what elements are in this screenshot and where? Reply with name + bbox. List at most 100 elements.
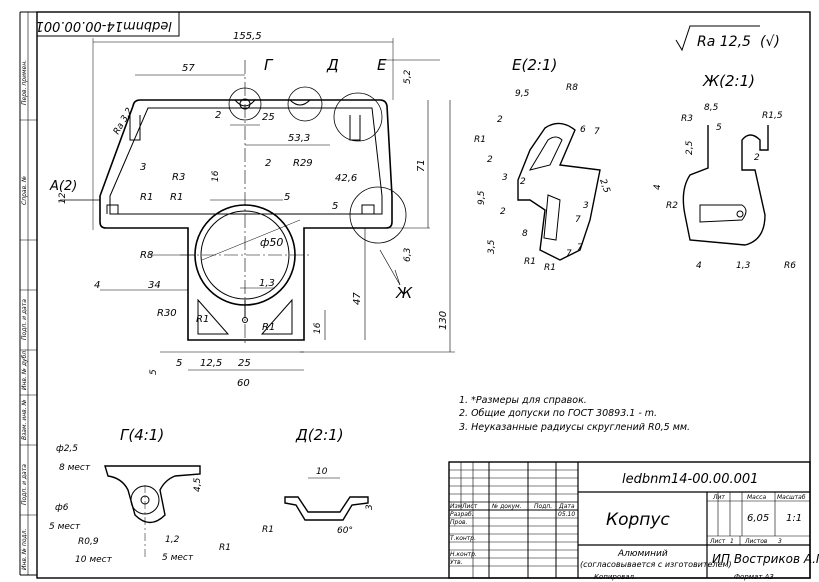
dim-r1b: R1 [170, 192, 183, 203]
tb-sheets-label: Листов [744, 538, 768, 545]
detail-zh-title: Ж(2:1) [702, 72, 755, 90]
main-profile-contour [99, 99, 393, 341]
detail-e-label-11: 2 [500, 207, 506, 217]
detail-e-label-12: 7 [575, 215, 581, 225]
tb-name: Корпус [606, 510, 670, 530]
dim-3: 3 [140, 162, 146, 173]
note-3: 3. Неуказанные радиусы скруглений R0,5 м… [459, 422, 690, 433]
detail-g-label-8: 4,5 [193, 477, 203, 492]
detail-zh-label-2: 5 [716, 123, 722, 133]
detail-e-label-4: 6 [580, 125, 586, 135]
detail-e-view: Е(2:1) 9,5 R8 2 R1 6 7 2 3 2,5 2 9,5 2 7… [474, 56, 612, 273]
dim-r3: R3 [172, 172, 185, 183]
tb-row-razrab: Разраб. [450, 511, 474, 518]
side-label-4: Инв. № дубл. [21, 349, 28, 390]
note-2: 2. Общие допуски по ГОСТ 30893.1 - m. [459, 408, 657, 419]
dim-16b: 16 [313, 322, 323, 334]
detail-g-label-6: 1,2 [165, 535, 180, 545]
detail-zh-label-7: R2 [666, 201, 678, 211]
side-strip: Перв. примен. Справ. № Подп. и дата Инв.… [19, 11, 37, 576]
detail-zh-label-6: 4 [653, 184, 663, 190]
detail-e-title: Е(2:1) [512, 56, 557, 74]
detail-g-title: Г(4:1) [120, 426, 164, 444]
tb-scale: 1:1 [786, 513, 802, 524]
dim-r8: R8 [140, 250, 153, 261]
detail-e-label-19: 7 [577, 243, 583, 253]
tb-row-utv: Утв. [450, 559, 463, 566]
section-mark-e: Е [377, 56, 387, 74]
dim-71: 71 [416, 159, 427, 172]
tb-lit-header: Лит [712, 494, 725, 501]
detail-zh-label-8: 4 [696, 261, 702, 271]
section-mark-zh: Ж [395, 284, 413, 302]
tb-designation: ledbnm14-00.00.001 [622, 472, 758, 487]
detail-e-label-13: 8 [522, 229, 528, 239]
detail-zh-label-10: R6 [784, 261, 796, 271]
tb-sheet-num: 1 [730, 538, 734, 545]
dim-5c: 5 [176, 358, 182, 369]
dim-60: 60 [237, 378, 250, 389]
side-label-2: Справ. № [21, 176, 28, 205]
tb-sheets-num: 3 [778, 538, 782, 545]
detail-d-label-3: 3 [365, 504, 375, 510]
technical-notes: 1. *Размеры для справок. 2. Общие допуск… [459, 395, 690, 433]
detail-e-label-18: 7 [566, 249, 572, 259]
note-1: 1. *Размеры для справок. [459, 395, 587, 406]
detail-g-label-3: 5 мест [49, 522, 81, 532]
tb-row-list: Лист [461, 503, 478, 510]
detail-zh-label-9: 1,3 [736, 261, 751, 271]
detail-e-label-10: 9,5 [477, 190, 487, 205]
detail-g-label-1: 8 мест [59, 463, 91, 473]
tb-company: ИП Востриков А.М. [712, 552, 819, 566]
detail-g-label-4: R0,9 [78, 537, 99, 547]
dim-25b: 25 [238, 358, 251, 369]
detail-d-label-0: 10 [316, 467, 328, 477]
dim-5b: 5 [332, 201, 338, 212]
detail-zh-view: Ж(2:1) 8,5 R3 5 R1,5 2,5 2 4 R2 4 1,3 R6 [653, 72, 796, 271]
tb-row-podp: Подп. [534, 503, 552, 510]
dim-57: 57 [182, 63, 195, 74]
detail-e-label-14: 3 [583, 201, 589, 211]
side-label-5: Взам. инв. № [21, 399, 28, 440]
section-mark-g: Г [264, 56, 274, 74]
detail-d-view: Д(2:1) 10 R1 60° 3 [262, 426, 375, 536]
dim-25: 25 [262, 112, 275, 123]
rotated-stamp: ledbnm14-00.00.001 [36, 11, 180, 37]
detail-e-label-5: 7 [594, 127, 600, 137]
tb-material-1: Алюминий [617, 549, 668, 559]
detail-d-contour [284, 496, 369, 521]
dim-47: 47 [352, 292, 363, 305]
detail-e-label-16: R1 [524, 257, 536, 267]
detail-e-label-15: 3,5 [487, 239, 497, 254]
roughness-value: Ra 12,5 [697, 34, 751, 50]
detail-e-label-1: R8 [566, 83, 578, 93]
dim-16: 16 [211, 170, 221, 182]
dim-34: 34 [148, 280, 161, 291]
roughness-extra: (√) [760, 34, 780, 50]
detail-e-label-3: R1 [474, 135, 486, 145]
drawing-frame [36, 11, 811, 579]
dim-12b: 12,5 [200, 358, 222, 369]
detail-d-title: Д(2:1) [295, 426, 344, 444]
main-profile-view: А(2) Г Д Е Ж 155,5 57 25 53,3 2 2 16 R29… [49, 31, 455, 389]
detail-d-label-1: R1 [262, 525, 274, 535]
detail-g-label-5: 10 мест [75, 555, 113, 565]
dim-63: 6,3 [403, 247, 413, 262]
dim-42: 42,6 [335, 173, 357, 184]
detail-e-label-2: 2 [497, 115, 503, 125]
detail-g-label-0: ф2,5 [56, 444, 78, 454]
tb-row-prov: Пров. [450, 519, 468, 526]
tb-scale-header: Масштаб [777, 494, 806, 501]
side-label-1: Перв. примен. [21, 60, 28, 105]
tb-row-docnum: № докум. [491, 503, 522, 510]
dim-5left: 5 [149, 369, 159, 375]
tb-material-2: (согласовывается с изготовителем) [580, 560, 732, 569]
detail-zh-label-5: 2 [754, 153, 760, 163]
dim-r1a: R1 [140, 192, 153, 203]
dim-4: 4 [94, 280, 100, 291]
detail-zh-label-1: R3 [681, 114, 693, 124]
copied-label: Копировал [594, 573, 635, 581]
detail-e-contour [517, 122, 601, 261]
title-block: Изм Лист № докум. Подп. Дата Разраб. Про… [448, 461, 819, 579]
